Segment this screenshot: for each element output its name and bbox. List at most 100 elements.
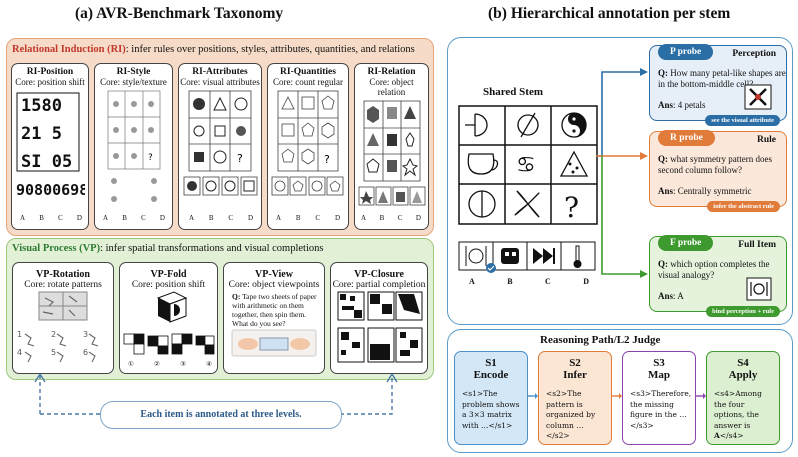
perception-probe: P probe Perception Q: How many petal-lik… [649,44,787,126]
ri-name: Relational Induction (RI) [12,44,126,55]
probe-question: Q: what symmetry pattern does second col… [658,154,786,176]
option-label: B [208,214,214,222]
option-label: C [315,214,321,222]
step-text-pre: <s4>Among the four options, the answer i… [714,389,762,430]
rule-probe: R probe Rule Q: what symmetry pattern do… [649,130,787,212]
probe-kind: Full Item [738,240,776,250]
option-label: B [507,277,513,286]
number-label: ③ [180,360,186,368]
question-label: Q: [658,154,668,164]
question-label: Q: [232,292,241,301]
vp-rotation-card: VP-Rotation Core: rotate patterns 1 2 3 … [12,262,114,374]
question-text: How many petal-like shapes are in the bo… [658,68,786,89]
card-core: Core: object viewpoints [228,280,320,290]
ri-relation-figure [358,100,425,206]
probe-badge: bind perception + rule [706,306,780,317]
card-title: RI-Attributes [192,67,248,77]
probe-label: F probe [658,235,714,251]
card-core: Core: object relation [369,77,414,97]
vp-desc: : infer spatial transformations and visu… [100,243,324,254]
vp-header: Visual Process (VP): infer spatial trans… [12,243,323,254]
option-label: A [20,214,26,222]
step-apply: S4 Apply <s4>Among the four options, the… [706,351,780,445]
ri-position-figure: 1580 21 5 SI 05 90800698 [16,92,85,199]
step-label: Map [648,369,670,381]
vp-closure-card: VP-Closure Core: partial completion [330,262,428,374]
answer-label: Ans [658,186,674,196]
probe-answer: Ans: Centrally symmetric [658,186,752,196]
card-core: Core: rotate patterns [24,280,102,290]
vp-fold-figure [123,291,214,355]
vp-fold-numbers: ① ② ③ ④ [128,360,212,368]
step-number: S2 [569,357,581,369]
vp-rotation-figure [24,291,99,363]
card-title: VP-View [255,269,293,280]
probe-answer: Ans: 4 petals [658,100,706,110]
vp-view-card: VP-View Core: object viewpoints Q: Tape … [223,262,325,374]
option-label: A [103,214,109,222]
question-text: what symmetry pattern does second column… [658,154,772,175]
annotation-arrows [34,372,398,415]
ri-desc: : infer rules over positions, styles, at… [125,44,415,55]
annotation-note: Each item is annotated at three levels. [100,401,342,429]
ri-attributes-card: RI-Attributes Core: visual attributes ? … [178,63,262,230]
probe-question: Q: How many petal-like shapes are in the… [658,68,786,90]
option-label: B [295,214,301,222]
probe-answer: Ans: A [658,291,684,301]
stem-options [458,241,596,273]
reasoning-title: Reasoning Path/L2 Judge [540,334,661,346]
step-text: <s3>Therefore, the missing figure in the… [630,389,692,430]
svg-text:?: ? [324,153,330,166]
left-panel-title: (a) AVR-Benchmark Taxonomy [75,5,284,22]
step-arrows [527,393,706,399]
step-text: <s1>The problem shows a 3×3 matrix with … [462,389,520,430]
card-core: Core: position shift [15,77,85,87]
number-label: ② [154,360,160,368]
step-label: Apply [728,369,758,381]
card-title: RI-Style [116,67,151,77]
card-core: Core: position shift [131,280,206,290]
answer-text: : A [673,291,684,301]
number-label: ④ [206,360,212,368]
option-label: B [122,214,127,222]
right-panel-title: (b) Hierarchical annotation per stem [488,5,731,22]
number-label: 3 [83,330,89,339]
ri-attributes-figure: ? [183,90,258,196]
step-label: Infer [563,369,587,381]
stem-matrix: ♋ ? [458,105,598,225]
vp-view-question: Q: Tape two sheets of paper with arithme… [232,292,319,328]
card-core: Core: visual attributes [180,77,260,87]
ri-position-card: RI-Position Core: position shift 1580 21… [11,63,89,230]
probe-badge: see the visual attribute [705,115,780,126]
step-infer: S2 Infer <s2>The pattern is organized by… [538,351,612,445]
probe-kind: Rule [757,135,776,145]
option-label: D [247,214,253,222]
card-core: Core: count regular [273,77,343,87]
option-label: A [276,214,282,222]
step-text: <s2>The pattern is organized by column …… [546,389,596,440]
svg-text:1580: 1580 [21,96,62,116]
option-label: D [583,277,589,286]
number-label: ① [128,360,134,368]
ri-style-figure: ? [107,90,160,202]
card-core: Core: style/texture [100,77,167,87]
card-title: RI-Position [26,67,74,77]
option-label: A [469,277,475,286]
answer-text: : 4 petals [673,100,706,110]
probe-label: R probe [658,130,715,146]
card-title: RI-Quantities [280,67,336,77]
option-label: D [334,214,340,222]
ri-quantities-options: A B C D [276,214,340,222]
probe-label: P probe [658,44,714,60]
card-core: Core: partial completion [332,280,426,290]
option-label: D [159,214,165,222]
option-label: C [397,214,403,222]
stem-title: Shared Stem [483,86,543,98]
number-label: 1 [17,330,23,339]
